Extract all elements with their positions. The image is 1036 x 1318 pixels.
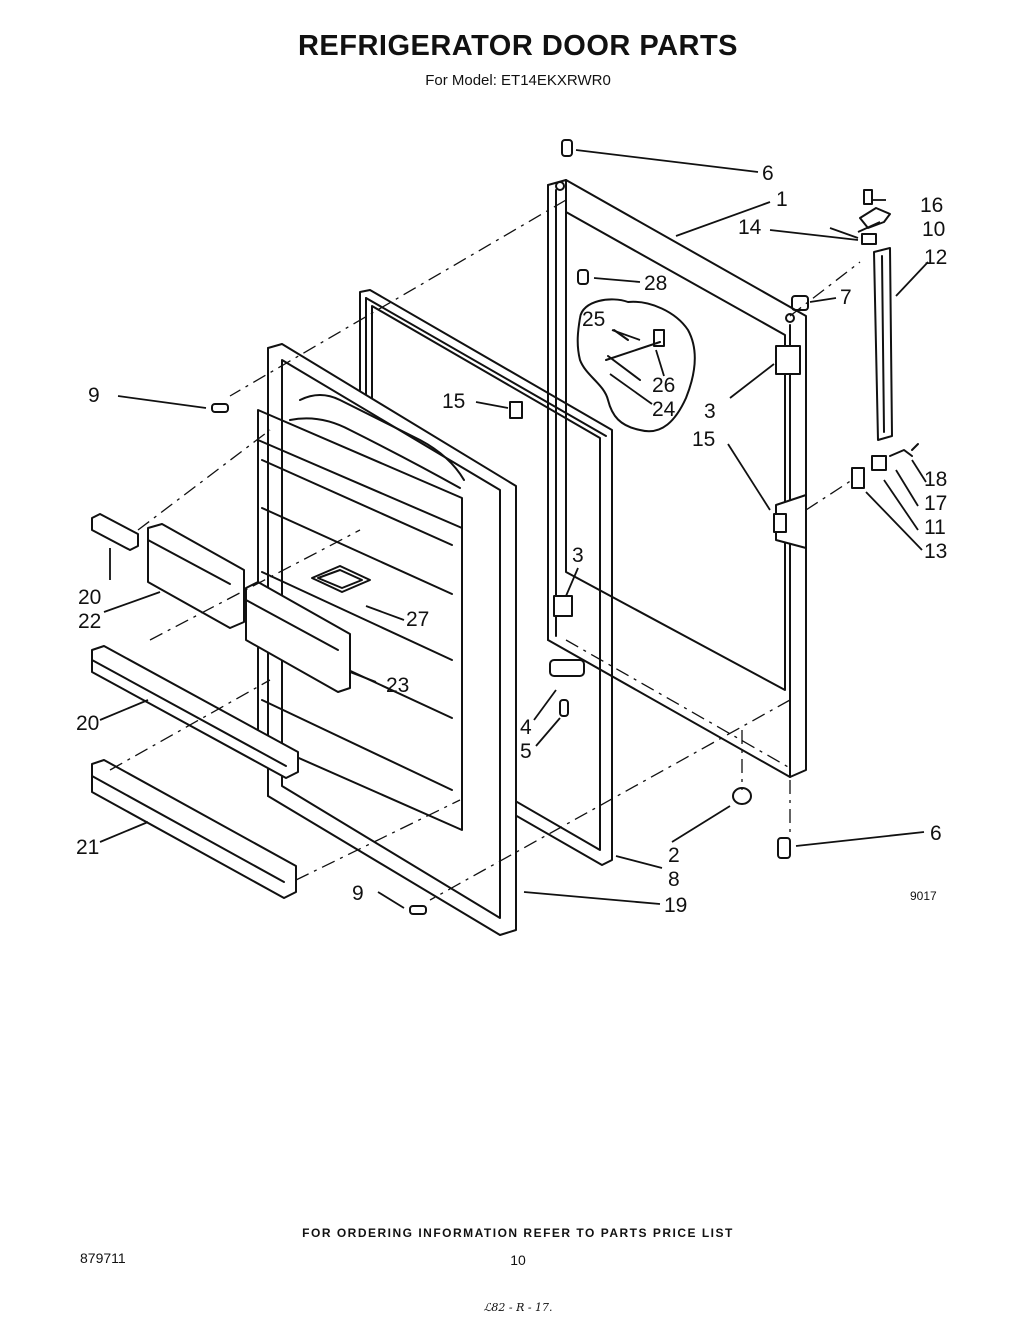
door-liner — [257, 343, 517, 936]
callout-3-center: 3 — [572, 544, 584, 567]
callout-17: 17 — [924, 492, 947, 515]
shelves-and-retainers — [91, 513, 351, 899]
callout-9-bottom: 9 — [352, 882, 364, 905]
drawing-code: 9017 — [910, 889, 937, 903]
callout-8: 8 — [668, 868, 680, 891]
callout-14: 14 — [738, 216, 762, 239]
callout-19: 19 — [664, 894, 687, 917]
callout-15-right: 15 — [692, 428, 715, 451]
handwritten-note: ℒ82 - R - 17. — [483, 1301, 553, 1314]
hinge-brackets — [509, 345, 801, 677]
insulation-cutaway — [576, 298, 696, 433]
callout-24: 24 — [652, 398, 676, 421]
callout-15-left: 15 — [442, 390, 465, 413]
callout-7: 7 — [840, 286, 852, 309]
callout-23: 23 — [386, 674, 409, 697]
callout-11: 11 — [924, 516, 946, 539]
callout-16: 16 — [920, 194, 943, 217]
callout-22: 22 — [78, 610, 101, 633]
callout-12: 12 — [924, 246, 947, 269]
callout-2: 2 — [668, 844, 680, 867]
callout-3-right: 3 — [704, 400, 716, 423]
callout-13: 13 — [924, 540, 947, 563]
callout-9-top: 9 — [88, 384, 100, 407]
callout-21: 21 — [76, 836, 99, 859]
callout-25: 25 — [582, 308, 605, 331]
callout-10: 10 — [922, 218, 945, 241]
callout-1: 1 — [776, 188, 788, 211]
callout-27: 27 — [406, 608, 429, 631]
callout-28: 28 — [644, 272, 667, 295]
assembly-lines — [109, 199, 861, 901]
page-title: REFRIGERATOR DOOR PARTS — [297, 30, 739, 62]
fasteners — [211, 139, 791, 915]
ordering-notice: FOR ORDERING INFORMATION REFER TO PARTS … — [302, 1226, 734, 1240]
callout-6-bottom: 6 — [930, 822, 942, 845]
callout-6-top: 6 — [762, 162, 774, 185]
callout-18: 18 — [924, 468, 947, 491]
leader-arrows — [99, 149, 929, 909]
callout-26: 26 — [652, 374, 675, 397]
document-number: 879711 — [80, 1250, 126, 1266]
callout-5: 5 — [520, 740, 532, 763]
callout-20-bottom: 20 — [76, 712, 99, 735]
model-subtitle: For Model: ET14EKXRWR0 — [425, 72, 611, 89]
callout-20-top: 20 — [78, 586, 101, 609]
page-number: 10 — [510, 1252, 526, 1268]
hinge-assembly — [791, 189, 919, 489]
callout-labels: 6 1 14 16 10 12 7 28 25 26 24 3 15 9 15 … — [76, 162, 947, 917]
callout-4: 4 — [520, 716, 532, 739]
